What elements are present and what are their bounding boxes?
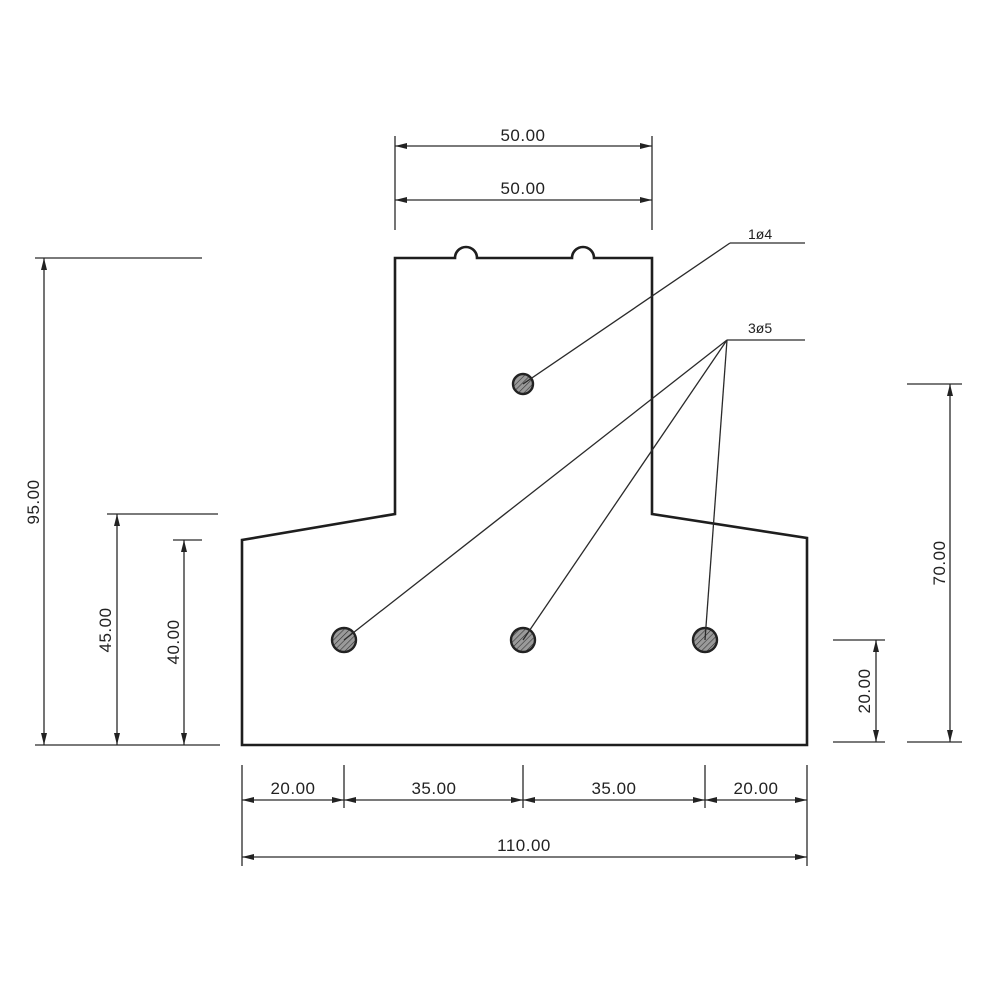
callout-bottom-bars-label: 3ø5 [748, 320, 772, 336]
dim-right-bar-label: 20.00 [855, 668, 874, 713]
dim-right-bar: 20.00 [833, 639, 885, 743]
dim-bottom-segments: 20.00 35.00 35.00 20.00 [241, 765, 808, 866]
dim-bottom-seg-4-label: 20.00 [733, 779, 778, 798]
dim-top-inner: 50.00 [395, 179, 652, 203]
dim-bottom-seg-3-label: 35.00 [591, 779, 636, 798]
dim-left-flange-outer: 45.00 [96, 513, 218, 745]
dim-left-flange-inner: 40.00 [164, 539, 202, 745]
dim-top-outer-label: 50.00 [500, 126, 545, 145]
dim-bottom-seg-1-label: 20.00 [270, 779, 315, 798]
callout-top-bar: 1ø4 [522, 226, 805, 385]
dim-right-total: 70.00 [907, 383, 962, 743]
dim-left-total-label: 95.00 [24, 479, 43, 524]
callout-bottom-bars: 3ø5 [343, 320, 805, 641]
dim-bottom-total: 110.00 [242, 836, 807, 860]
dim-left-flange-outer-label: 45.00 [96, 607, 115, 652]
dim-right-total-label: 70.00 [930, 540, 949, 585]
dim-left-flange-inner-label: 40.00 [164, 619, 183, 664]
callout-top-bar-label: 1ø4 [748, 226, 772, 242]
dim-left-total: 95.00 [24, 257, 220, 746]
dim-bottom-total-label: 110.00 [497, 836, 551, 855]
section-outline [240, 245, 809, 747]
dim-top-outer: 50.00 [394, 126, 653, 230]
dim-top-inner-label: 50.00 [500, 179, 545, 198]
dim-bottom-seg-2-label: 35.00 [411, 779, 456, 798]
